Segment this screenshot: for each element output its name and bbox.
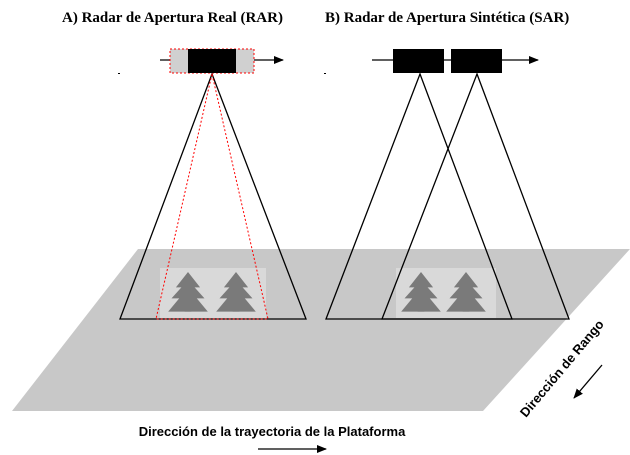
sar-title: B) Radar de Apertura Sintética (SAR) — [325, 10, 569, 26]
flight-direction-label: Dirección de la trayectoria de la Plataf… — [139, 424, 406, 439]
sar-dot — [324, 73, 326, 74]
sar-antenna-1 — [393, 49, 444, 73]
rar-antenna — [188, 49, 236, 73]
sar-beam-2 — [381, 72, 570, 320]
arrow-down-left-icon — [573, 364, 603, 399]
rar-title: A) Radar de Apertura Real (RAR) — [62, 10, 283, 26]
rar-real-aperture-beam — [155, 73, 269, 320]
rar-dot — [118, 73, 120, 74]
sar-antenna-2 — [451, 49, 502, 73]
